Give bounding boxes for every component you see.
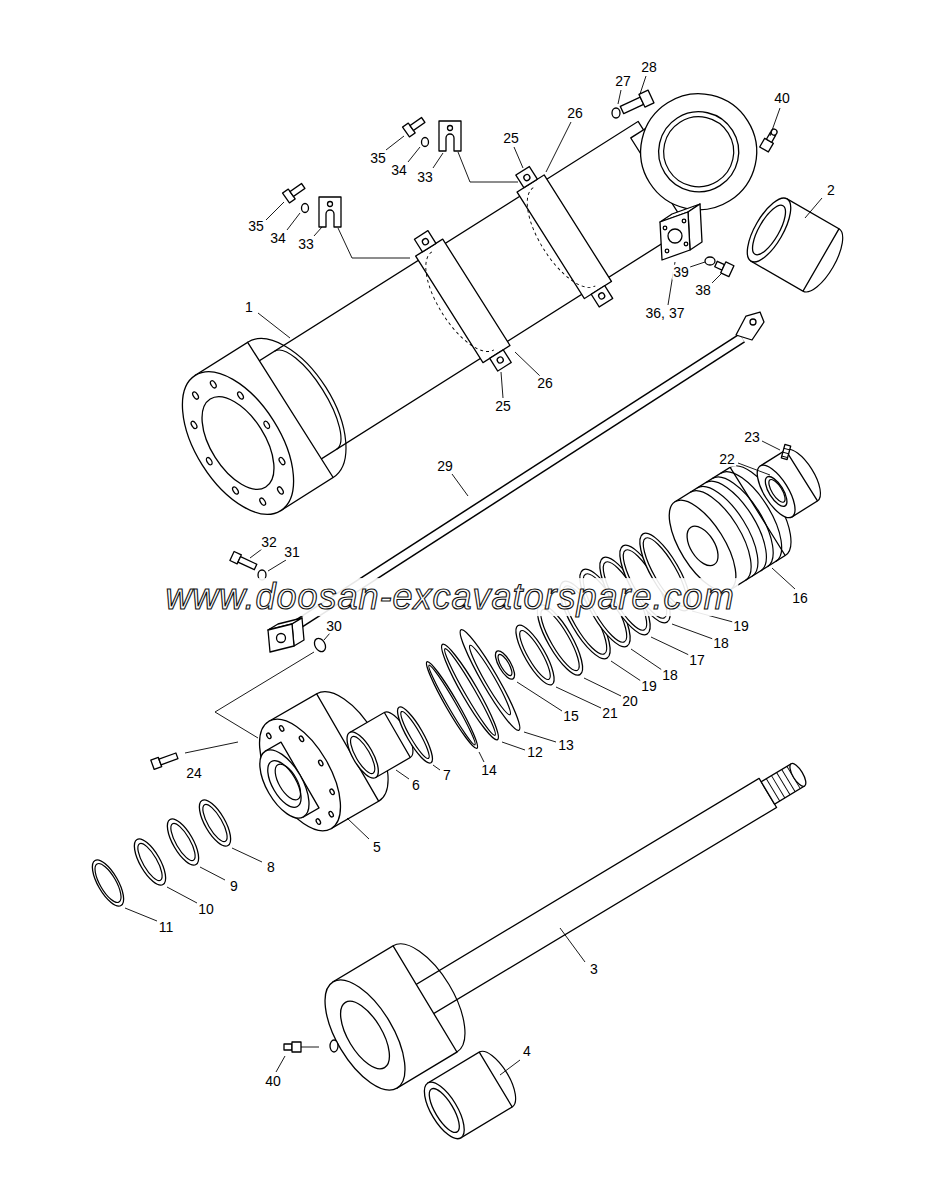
callout-number: 24 xyxy=(185,766,203,781)
callout-number: 35 xyxy=(369,151,387,166)
callout-number: 23 xyxy=(743,430,761,445)
callout-number: 25 xyxy=(494,399,512,414)
callout-number: 19 xyxy=(640,679,658,694)
callout-number: 21 xyxy=(601,706,619,721)
callout-number: 11 xyxy=(158,920,175,935)
callout-number: 32 xyxy=(260,535,278,550)
callout-number: 33 xyxy=(416,170,434,185)
callout-number: 18 xyxy=(712,636,730,651)
callout-number: 5 xyxy=(372,840,382,855)
callout-number: 8 xyxy=(266,860,276,875)
callout-number: 40 xyxy=(773,91,791,106)
callout-number: 20 xyxy=(621,694,639,709)
callout-number: 4 xyxy=(522,1044,532,1059)
callout-number: 34 xyxy=(390,163,408,178)
callout-number: 13 xyxy=(557,738,575,753)
callout-number: 38 xyxy=(694,283,712,298)
callout-number: 25 xyxy=(502,131,520,146)
callout-number: 19 xyxy=(732,619,750,634)
callout-number: 35 xyxy=(247,219,265,234)
callout-number: 30 xyxy=(325,619,343,634)
callout-number: 31 xyxy=(283,545,301,560)
callout-number: 14 xyxy=(480,763,498,778)
callout-number: 39 xyxy=(672,265,690,280)
callout-number: 29 xyxy=(436,459,454,474)
watermark: www.doosan-excavatorspare.com xyxy=(161,578,738,616)
callout-number: 12 xyxy=(526,745,544,760)
callout-number: 9 xyxy=(229,879,239,894)
callout-number: 28 xyxy=(640,60,658,75)
callout-number: 26 xyxy=(536,376,554,391)
callout-number: 36, 37 xyxy=(645,306,686,321)
callout-number: 1 xyxy=(244,300,254,315)
callout-number: 34 xyxy=(269,231,287,246)
callout-number: 18 xyxy=(661,668,679,683)
callout-number: 40 xyxy=(264,1074,282,1089)
callout-number: 7 xyxy=(442,768,452,783)
callout-number: 26 xyxy=(566,106,584,121)
callout-number: 33 xyxy=(297,237,315,252)
callout-number: 6 xyxy=(411,778,421,793)
callout-number: 17 xyxy=(688,653,706,668)
callout-number: 22 xyxy=(718,452,736,467)
callout-number: 15 xyxy=(562,709,580,724)
callout-number: 16 xyxy=(791,591,809,606)
callout-number: 2 xyxy=(826,183,836,198)
callout-number: 10 xyxy=(197,902,215,917)
callout-number: 3 xyxy=(589,962,599,977)
callout-number: 27 xyxy=(614,74,632,89)
